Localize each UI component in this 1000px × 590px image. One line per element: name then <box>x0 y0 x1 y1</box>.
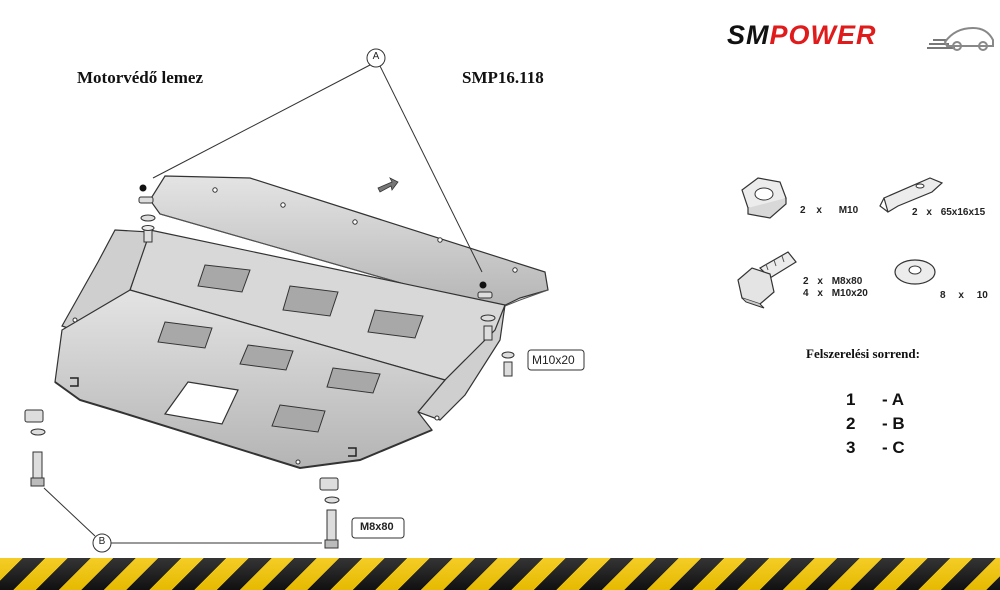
label-m10x20: M10x20 <box>532 353 575 367</box>
label-m8x80: M8x80 <box>360 521 394 533</box>
part-qty-nut: 2 x M10 <box>800 205 859 216</box>
engine-skid-plate <box>54 229 506 470</box>
sequence-num-3: 3 <box>846 438 856 457</box>
sequence-num-2: 2 <box>846 414 856 433</box>
bolt-stack-bottom-left <box>24 409 46 487</box>
sequence-step-3: - C <box>882 438 905 457</box>
smpower-logo: SMPOWER <box>727 20 877 51</box>
part-qty-washer: 8 x 10 <box>940 290 988 301</box>
hex-bolt-icon <box>737 251 797 309</box>
logo-sm: SM <box>727 20 770 50</box>
hex-nut-icon <box>741 177 787 219</box>
sequence-title: Felszerelési sorrend: <box>806 346 920 361</box>
logo-car-icon <box>927 26 994 51</box>
product-code: SMP16.118 <box>462 68 544 87</box>
callout-b <box>43 487 322 553</box>
bolt-stack-bottom-center <box>319 477 405 549</box>
hardware-stack-top-right <box>477 281 496 341</box>
callout-a <box>152 48 483 273</box>
hazard-stripe-banner <box>0 558 1000 590</box>
sequence-step-1: - A <box>882 390 905 409</box>
washer-icon <box>894 259 936 285</box>
clip-nut-icon <box>879 177 944 213</box>
hardware-stack-top-left <box>138 184 156 243</box>
hazard-stripe-shade <box>0 558 1000 590</box>
logo-power: POWER <box>769 20 877 50</box>
product-title: Motorvédő lemez <box>77 68 204 87</box>
callout-b-label: B <box>98 536 106 547</box>
sequence-num-1: 1 <box>846 390 856 409</box>
bolt-m10x20 <box>501 349 585 377</box>
sequence-step-2: - B <box>882 414 905 433</box>
part-qty-clip: 2 x 65x16x15 <box>912 207 986 218</box>
front-mounting-bracket <box>149 175 549 311</box>
callout-a-label: A <box>372 51 380 62</box>
part-qty-bolt-1: 2 x M8x80 <box>803 276 863 287</box>
part-qty-bolt-2: 4 x M10x20 <box>803 288 868 299</box>
direction-arrow-icon <box>377 177 399 193</box>
